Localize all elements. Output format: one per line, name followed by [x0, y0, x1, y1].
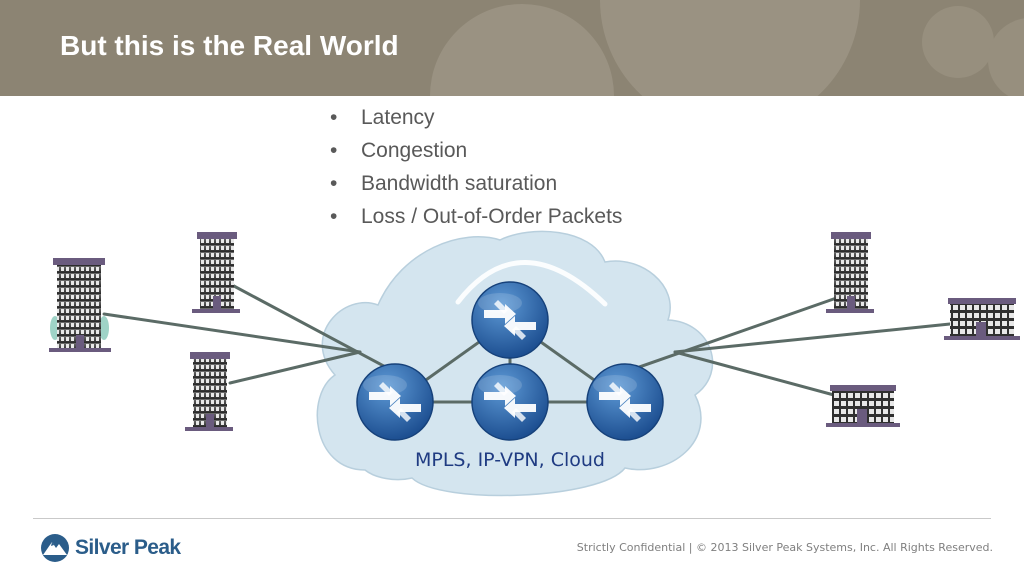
router-top — [471, 281, 549, 359]
router-center — [471, 363, 549, 441]
footer-divider — [33, 518, 991, 519]
bullet-loss: Loss / Out-of-Order Packets — [330, 200, 622, 233]
silver-peak-logo-icon — [41, 534, 69, 562]
router-left — [356, 363, 434, 441]
footer-confidential: Strictly Confidential | © 2013 Silver Pe… — [576, 541, 993, 554]
issue-list: Latency Congestion Bandwidth saturation … — [330, 101, 622, 233]
header-decoration — [430, 0, 1024, 96]
office-building-left-bottom — [185, 352, 233, 431]
router-right — [586, 363, 664, 441]
branch-office-right-bottom — [826, 385, 900, 427]
office-building-left-top — [192, 232, 240, 313]
page-title: But this is the Real World — [60, 30, 399, 61]
bullet-latency: Latency — [330, 101, 622, 134]
branch-office-right-middle — [944, 298, 1020, 340]
header-bar: But this is the Real World — [0, 0, 1024, 96]
office-building-right-tall — [826, 232, 874, 313]
bullet-congestion: Congestion — [330, 134, 622, 167]
bullet-bandwidth: Bandwidth saturation — [330, 167, 622, 200]
logo-text: Silver Peak — [75, 536, 181, 559]
cloud-label: MPLS, IP-VPN, Cloud — [415, 449, 605, 471]
silver-peak-logo: Silver Peak — [40, 533, 181, 563]
office-building-left-large — [49, 258, 111, 352]
